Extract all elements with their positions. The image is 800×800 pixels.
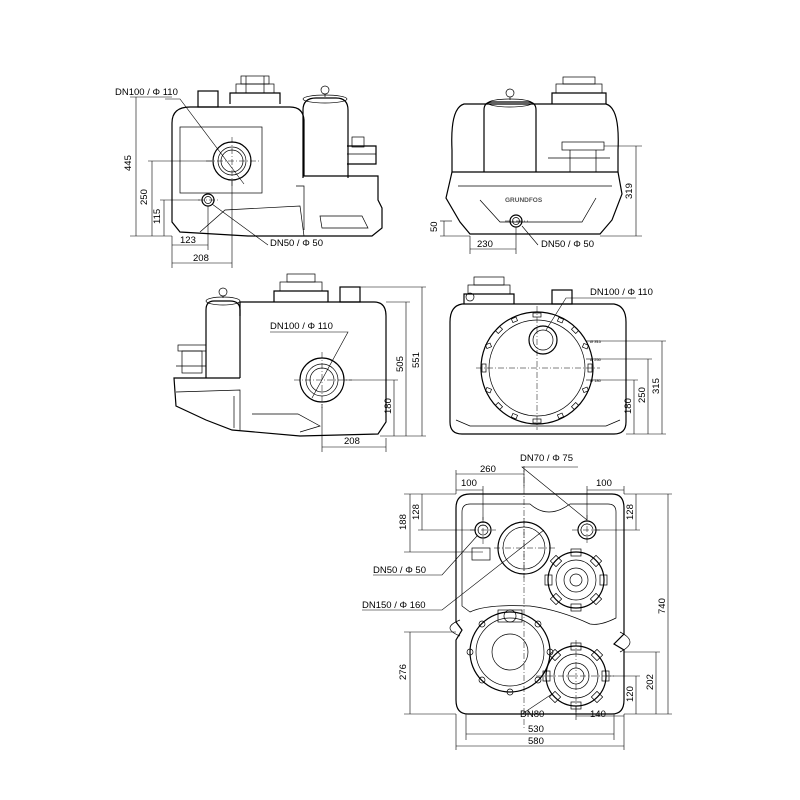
dim-50-front: 50 (429, 221, 440, 232)
dim-188: 188 (398, 514, 409, 530)
label-inlet-right: DN100 / Φ 110 (270, 321, 333, 332)
label-vent-side: DN50 / Φ 50 (270, 238, 323, 249)
dim-123: 123 (180, 235, 196, 246)
tick-315: Ø 315 (590, 339, 602, 344)
dim-250-side: 250 (139, 189, 150, 205)
dim-505: 505 (395, 356, 406, 372)
dim-100-right: 100 (596, 478, 612, 489)
dim-445: 445 (123, 155, 134, 171)
motor-bolts (466, 620, 554, 696)
label-dn70: DN70 / Φ 75 (520, 453, 573, 464)
dim-580: 580 (528, 736, 544, 747)
dim-230: 230 (477, 239, 493, 250)
dim-315: 315 (651, 378, 662, 394)
dim-260: 260 (480, 464, 496, 475)
label-vent-front: DN50 / Φ 50 (541, 239, 594, 250)
dim-276: 276 (398, 664, 409, 680)
dim-180-right: 180 (383, 398, 394, 414)
side-view-left: DN100 / Φ 110 DN50 / Φ 50 445 250 115 12… (115, 75, 383, 268)
dim-530: 530 (528, 724, 544, 735)
dim-250-back: 250 (637, 387, 648, 403)
front-view: GRUNDFOS 50 230 DN50 / Φ 50 319 (429, 76, 642, 254)
label-dn80: DN80 (520, 709, 544, 720)
dim-100-left: 100 (461, 478, 477, 489)
pump-fins-upper (544, 548, 608, 612)
back-view: Ø 315 Ø 250 Ø 180 DN100 / Φ 110 315 250 … (449, 276, 666, 435)
label-inlet-back: DN100 / Φ 110 (590, 287, 653, 298)
label-dn150: DN150 / Φ 160 (362, 600, 426, 611)
side-view-right: DN100 / Φ 110 551 505 180 208 (173, 273, 426, 452)
dim-740: 740 (657, 598, 668, 614)
brand-logo: GRUNDFOS (505, 197, 543, 204)
dim-208-right: 208 (344, 436, 360, 447)
dim-120: 120 (625, 686, 636, 702)
dim-140: 140 (590, 709, 606, 720)
dim-319: 319 (624, 183, 635, 199)
dim-208-side: 208 (193, 253, 209, 264)
tick-250: Ø 250 (590, 357, 602, 362)
dim-180-back: 180 (623, 398, 634, 414)
dim-128-left: 128 (411, 504, 422, 520)
dim-115: 115 (152, 209, 163, 224)
label-inlet-side: DN100 / Φ 110 (115, 87, 178, 98)
dim-551: 551 (411, 352, 422, 368)
dim-202: 202 (645, 674, 656, 690)
tick-180: Ø 180 (590, 378, 602, 383)
label-dn50-top: DN50 / Φ 50 (373, 565, 426, 576)
dim-128-right: 128 (625, 504, 636, 520)
top-view: 260 DN70 / Φ 75 100 100 188 128 128 740 … (362, 453, 672, 750)
